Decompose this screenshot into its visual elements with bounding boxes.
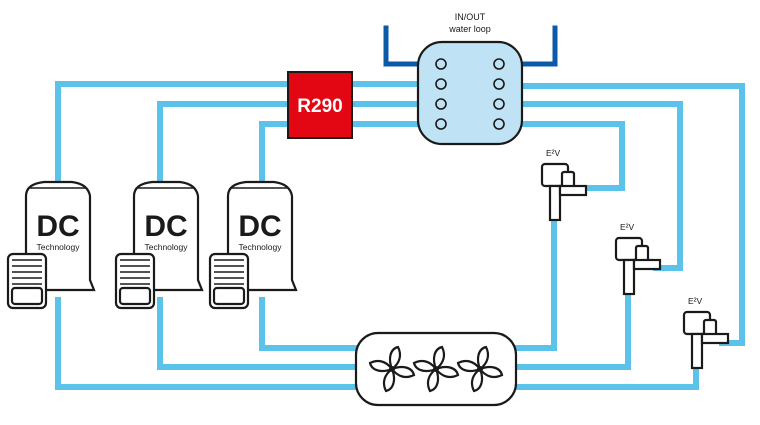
plate-heat-exchanger: IN/OUT water loop (416, 12, 524, 146)
compressor-subtitle: Technology (36, 242, 80, 252)
compressor-icon (114, 180, 204, 310)
expansion-valve-3: E²V (682, 296, 730, 370)
compressor-1: DC Technology (6, 180, 96, 310)
compressor-3: DC Technology (208, 180, 298, 310)
compressor-2: DC Technology (114, 180, 204, 310)
compressor-subtitle: Technology (238, 242, 282, 252)
compressor-subtitle: Technology (144, 242, 188, 252)
fan-coil-unit (354, 331, 518, 407)
compressor-brand: DC (36, 210, 79, 243)
water-loop-label-line1: IN/OUT (455, 12, 486, 22)
water-loop-label-line2: water loop (448, 24, 491, 34)
r290-refrigerant-label: R290 (287, 71, 353, 139)
fan-icon (456, 345, 504, 393)
fan-icon (368, 345, 416, 393)
expansion-valve-icon (682, 310, 730, 370)
expansion-valve-2: E²V (614, 222, 662, 296)
plate-heat-exchanger-icon (416, 40, 524, 146)
expansion-valve-icon (540, 162, 588, 222)
compressor-icon (208, 180, 298, 310)
compressor-brand: DC (144, 210, 187, 243)
expansion-valve-icon (614, 236, 662, 296)
valve-label: E²V (620, 222, 635, 232)
valve-label: E²V (688, 296, 703, 306)
r290-text: R290 (297, 96, 342, 117)
valve-label: E²V (546, 148, 561, 158)
compressor-icon (6, 180, 96, 310)
compressor-brand: DC (238, 210, 281, 243)
fan-icon (412, 345, 460, 393)
expansion-valve-1: E²V (540, 148, 588, 222)
